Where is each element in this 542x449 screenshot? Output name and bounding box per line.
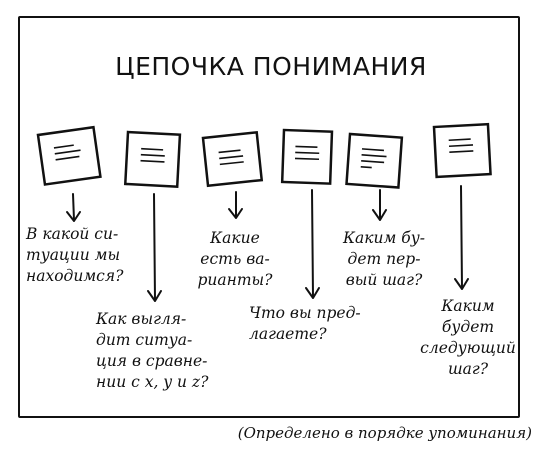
document-icon-6	[432, 122, 492, 179]
arrow-3	[228, 191, 243, 219]
document-icon-2	[123, 130, 182, 188]
arrow-1	[66, 193, 81, 222]
caption: (Определено в порядке упоминания)	[237, 424, 532, 442]
document-icon-5	[345, 132, 404, 189]
document-icon-3	[201, 130, 264, 188]
arrow-5	[372, 189, 387, 221]
question-3: Какие есть ва- рианты?	[197, 229, 273, 289]
question-4: Что вы пред- лагаете?	[249, 304, 361, 343]
arrow-2	[147, 193, 162, 302]
arrow-6	[454, 185, 469, 290]
diagram-frame	[18, 16, 520, 418]
document-icon-1	[36, 125, 102, 186]
diagram-title: ЦЕПОЧКА ПОНИМАНИЯ	[115, 52, 427, 81]
question-5: Каким бу- дет пер- вый шаг?	[343, 229, 425, 289]
question-1: В какой си- туации мы находимся?	[26, 225, 124, 285]
document-icon-4	[280, 128, 334, 185]
question-6: Каким будет следующий шаг?	[420, 297, 516, 378]
arrow-4	[305, 189, 320, 299]
question-2: Как выгля- дит ситуа- ция в сравне- нии …	[96, 310, 209, 391]
